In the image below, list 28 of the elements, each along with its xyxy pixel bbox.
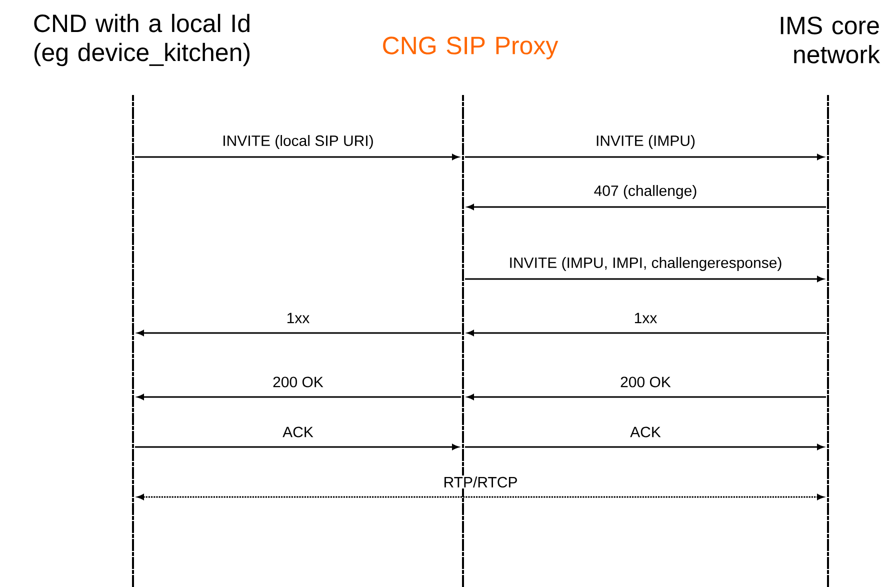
message-label: 1xx bbox=[632, 312, 658, 324]
message-arrow bbox=[135, 444, 459, 450]
message-arrow bbox=[465, 154, 824, 160]
message-label: INVITE (IMPU, IMPI, challengeresponse) bbox=[508, 256, 784, 272]
message-arrow bbox=[467, 330, 826, 336]
message-label: ACK bbox=[282, 426, 314, 438]
message-arrow bbox=[137, 394, 461, 400]
message-label: RTP/RTCP bbox=[442, 476, 519, 489]
message-label: 407 (challenge) bbox=[592, 184, 698, 200]
message-label: INVITE (local SIP URI) bbox=[221, 134, 375, 150]
message-arrow bbox=[135, 154, 459, 160]
lifeline bbox=[827, 94, 829, 587]
lifeline bbox=[462, 94, 464, 587]
lifeline bbox=[132, 94, 134, 587]
message-label: 200 OK bbox=[272, 376, 324, 388]
message-label: INVITE (IMPU) bbox=[594, 134, 696, 150]
message-label: 200 OK bbox=[619, 376, 672, 388]
participant-label: CNG SIP Proxy bbox=[383, 36, 558, 60]
message-arrow bbox=[137, 494, 824, 500]
participant-label: IMS core network bbox=[780, 16, 880, 64]
message-label: 1xx bbox=[285, 312, 311, 324]
message-arrow bbox=[467, 204, 826, 210]
participant-label: CND with a local Id (eg device_kitchen) bbox=[34, 14, 250, 66]
message-arrow bbox=[137, 330, 461, 336]
message-label: ACK bbox=[629, 426, 662, 438]
message-arrow bbox=[465, 444, 824, 450]
message-arrow bbox=[467, 394, 826, 400]
message-arrow bbox=[465, 276, 824, 282]
